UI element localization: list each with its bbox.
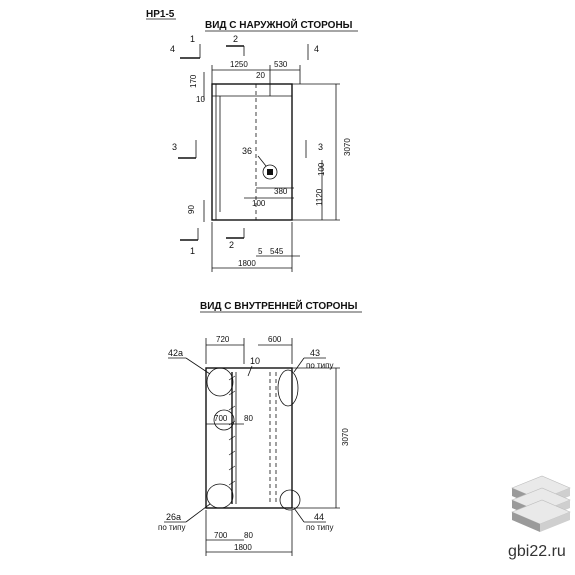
- section-mark-1-bottom: 1: [190, 246, 195, 256]
- section-mark-3-right: 3: [318, 142, 323, 152]
- inner-view-title: ВИД С ВНУТРЕННЕЙ СТОРОНЫ: [200, 299, 358, 312]
- inner-dim-1800: 1800: [234, 543, 252, 552]
- callout-circle-42a: [206, 367, 234, 397]
- inner-dims-bottom: 700 80 1800: [205, 510, 293, 556]
- outer-view: ВИД С НАРУЖНОЙ СТОРОНЫ 1 2 4 4 1250 530 …: [170, 18, 358, 272]
- watermark-text: gbi22.ru: [508, 543, 566, 560]
- dims-inner: 380 100: [244, 187, 294, 208]
- callout-26a-note: по типу: [158, 523, 185, 532]
- inner-dim-600: 600: [268, 335, 282, 344]
- callout-43-note: по типу: [306, 361, 333, 370]
- dim-3070: 3070: [343, 138, 352, 156]
- inner-dims-right: 3070: [292, 367, 350, 509]
- dim-20: 20: [256, 71, 265, 80]
- callout-circle-36: [262, 164, 278, 180]
- inner-dim-10: 10: [250, 356, 260, 366]
- section-marks-3: 3 3: [172, 140, 323, 159]
- inner-dim-80-mid: 80: [244, 414, 253, 423]
- inner-dims-top: 720 600 10: [205, 335, 293, 377]
- callout-circle-26a: [206, 483, 234, 509]
- dim-530: 530: [274, 60, 288, 69]
- dim-1800-outer: 1800: [238, 259, 256, 268]
- dims-left: 170 10 90: [187, 72, 205, 222]
- dims-right: 3070 100 1120: [292, 83, 352, 221]
- dim-380: 380: [274, 187, 288, 196]
- dim-545: 545: [270, 247, 284, 256]
- inner-view: ВИД С ВНУТРЕННЕЙ СТОРОНЫ 720 600 10: [158, 299, 362, 556]
- watermark-logo: [511, 475, 571, 532]
- dim-100-inner: 100: [252, 199, 266, 208]
- dims-bottom: 1 2 5 545 1800: [180, 222, 300, 272]
- outer-panel: 36: [211, 83, 293, 221]
- callout-44: 44: [314, 512, 324, 522]
- dims-top: 1250 530 20: [211, 60, 301, 84]
- callout-26a: 26a: [166, 512, 181, 522]
- dim-1250: 1250: [230, 60, 248, 69]
- callout-circle-44: [279, 489, 301, 511]
- inner-panel: [205, 367, 301, 511]
- section-marks-top: 1 2 4 4: [170, 34, 319, 60]
- inner-dim-700-bottom: 700: [214, 531, 228, 540]
- dim-5: 5: [258, 247, 263, 256]
- section-mark-2-top: 2: [233, 34, 238, 44]
- section-mark-2-bottom: 2: [229, 240, 234, 250]
- inner-dim-3070: 3070: [341, 428, 350, 446]
- callout-44-note: по типу: [306, 523, 333, 532]
- dim-170: 170: [189, 74, 198, 88]
- section-mark-3-left: 3: [172, 142, 177, 152]
- inner-callouts: 42a 43 по типу 26a по типу 44 по типу: [158, 348, 333, 532]
- outer-view-title: ВИД С НАРУЖНОЙ СТОРОНЫ: [205, 18, 353, 31]
- section-mark-4-right: 4: [314, 44, 319, 54]
- callout-42a: 42a: [168, 348, 183, 358]
- callout-circle-43: [277, 369, 299, 407]
- dim-1120: 1120: [315, 188, 324, 206]
- callout-36: 36: [242, 146, 252, 156]
- section-mark-4-left: 4: [170, 44, 175, 54]
- sheet-code: НР1-5: [146, 9, 175, 20]
- section-mark-1-top: 1: [190, 34, 195, 44]
- inner-dims-middle: 700 80: [206, 414, 253, 425]
- dim-100-right: 100: [317, 162, 326, 176]
- dim-90: 90: [187, 205, 196, 214]
- inner-dim-700-mid: 700: [214, 414, 228, 423]
- inner-dim-80-bottom: 80: [244, 531, 253, 540]
- dim-10: 10: [196, 95, 205, 104]
- callout-43: 43: [310, 348, 320, 358]
- inner-dim-720: 720: [216, 335, 230, 344]
